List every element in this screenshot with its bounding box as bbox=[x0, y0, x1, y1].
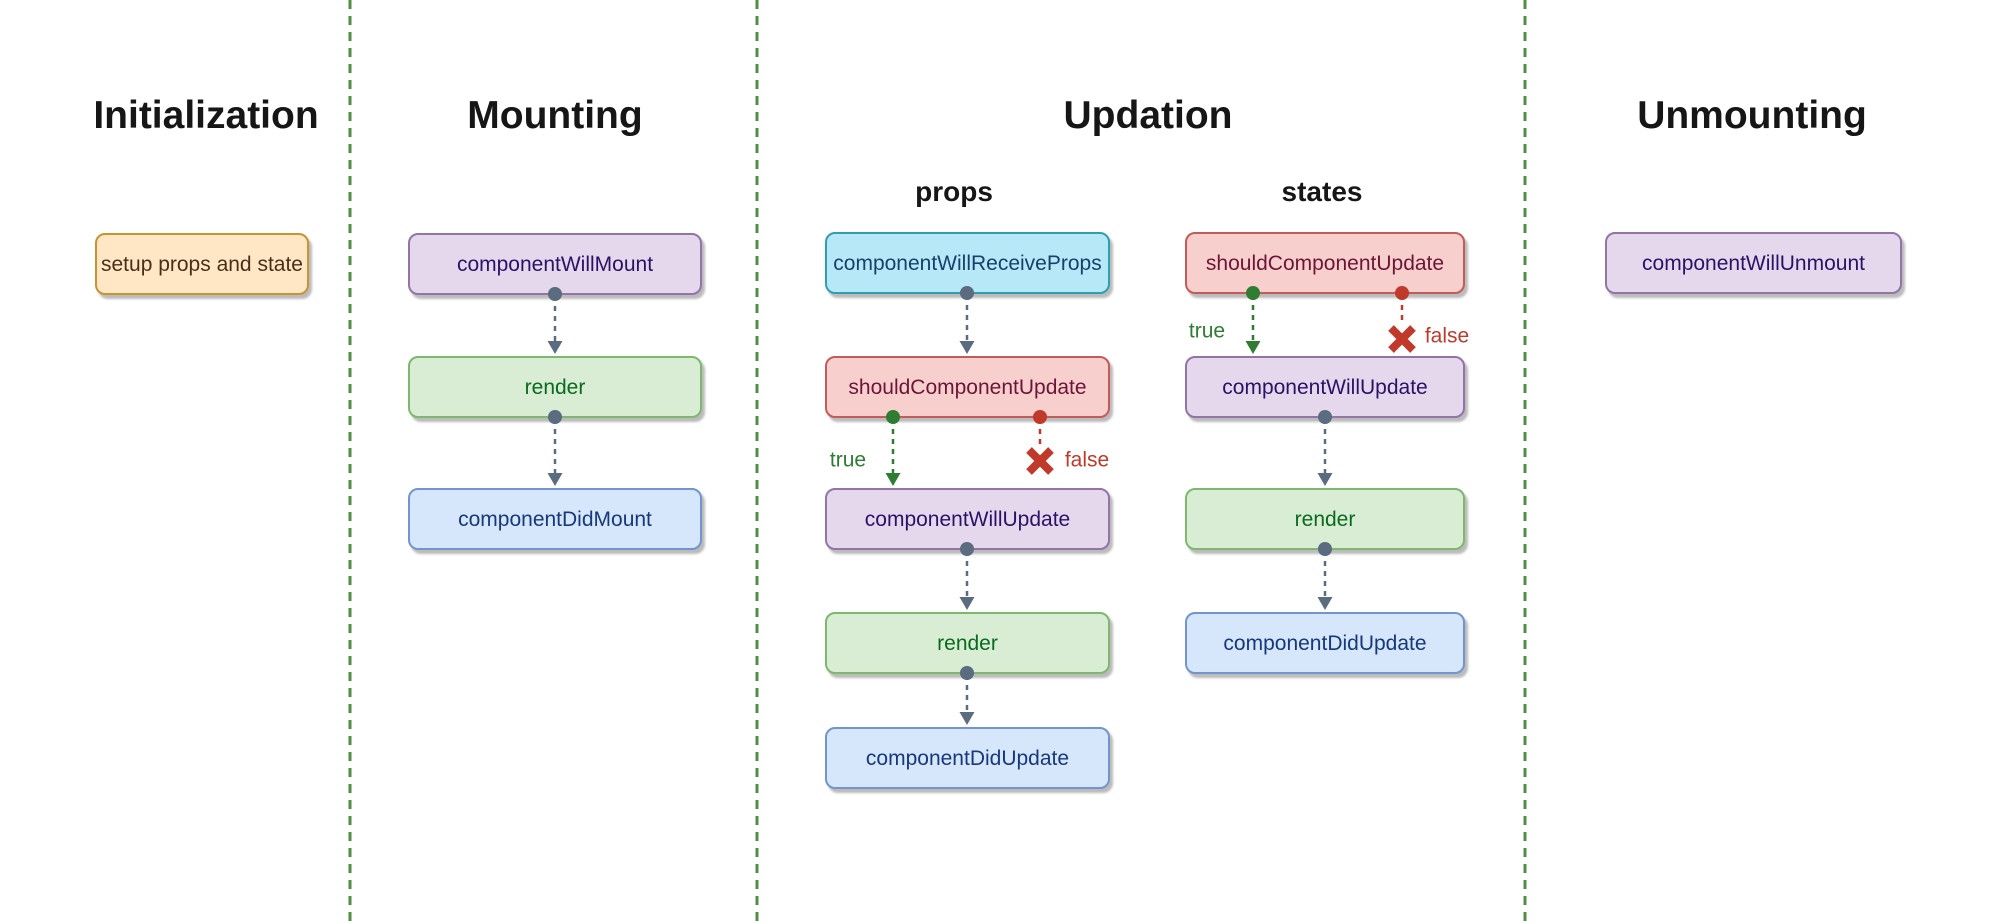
heading-updation: Updation bbox=[1063, 94, 1233, 137]
node-label: componentWillUpdate bbox=[1222, 375, 1428, 399]
node-label: render bbox=[524, 375, 586, 399]
node-label: componentWillReceiveProps bbox=[833, 251, 1102, 275]
node-component-will-unmount: componentWillUnmount bbox=[1605, 232, 1902, 294]
heading-unmounting: Unmounting bbox=[1637, 94, 1867, 137]
node-label: shouldComponentUpdate bbox=[848, 375, 1087, 399]
node-props-should-component-update: shouldComponentUpdate bbox=[825, 356, 1110, 418]
node-label: componentWillUpdate bbox=[864, 507, 1071, 531]
node-props-component-will-update: componentWillUpdate bbox=[825, 488, 1110, 550]
node-props-render: render bbox=[825, 612, 1110, 674]
node-states-render: render bbox=[1185, 488, 1465, 550]
heading-mounting: Mounting bbox=[467, 94, 643, 137]
node-states-component-did-update: componentDidUpdate bbox=[1185, 612, 1465, 674]
node-label: componentDidUpdate bbox=[1223, 631, 1427, 655]
node-component-did-mount: componentDidMount bbox=[408, 488, 702, 550]
node-label: componentDidMount bbox=[458, 507, 652, 531]
node-label: componentWillMount bbox=[456, 252, 654, 276]
node-label: setup props and state bbox=[101, 252, 303, 276]
node-component-will-receive-props: componentWillReceiveProps bbox=[825, 232, 1110, 294]
node-states-should-component-update: shouldComponentUpdate bbox=[1185, 232, 1465, 294]
node-label: componentDidUpdate bbox=[865, 746, 1070, 770]
node-mounting-render: render bbox=[408, 356, 702, 418]
node-component-will-mount: componentWillMount bbox=[408, 233, 702, 295]
heading-props: props bbox=[915, 176, 993, 207]
node-label: shouldComponentUpdate bbox=[1205, 251, 1445, 275]
node-label: render bbox=[1294, 507, 1356, 531]
node-setup-props-and-state: setup props and state bbox=[95, 233, 309, 295]
node-label: render bbox=[937, 631, 998, 655]
node-label: componentWillUnmount bbox=[1642, 251, 1865, 275]
heading-states: states bbox=[1281, 176, 1363, 207]
node-props-component-did-update: componentDidUpdate bbox=[825, 727, 1110, 789]
heading-initialization: Initialization bbox=[93, 94, 319, 137]
node-states-component-will-update: componentWillUpdate bbox=[1185, 356, 1465, 418]
